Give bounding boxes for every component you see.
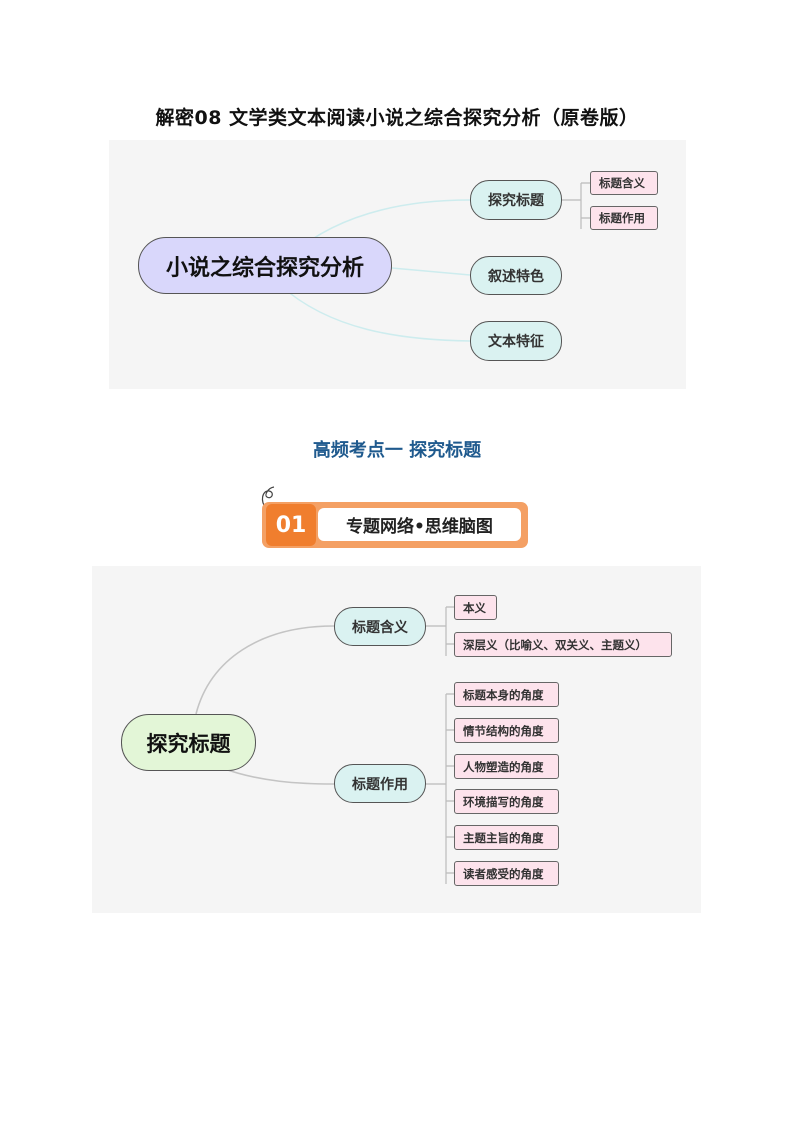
- curl-decoration-icon: [261, 486, 275, 509]
- detail-leaf-setting: 环境描写的角度: [454, 789, 559, 814]
- section-heading: 高频考点一 探究标题: [312, 440, 482, 461]
- detail-leaf-reader-feeling: 读者感受的角度: [454, 861, 559, 886]
- overview-leaf-title-meaning: 标题含义: [590, 171, 658, 195]
- detail-leaf-title-itself: 标题本身的角度: [454, 682, 559, 707]
- overview-leaf-title-function: 标题作用: [590, 206, 658, 230]
- detail-branch-title-function: 标题作用: [334, 764, 426, 803]
- banner-label: 专题网络•思维脑图: [318, 508, 521, 541]
- detail-leaf-deep-meaning: 深层义（比喻义、双关义、主题义）: [454, 632, 672, 657]
- detail-root-node: 探究标题: [121, 714, 256, 771]
- topic-banner: 01 专题网络•思维脑图: [261, 486, 528, 549]
- document-title: 解密08 文学类文本阅读小说之综合探究分析（原卷版）: [155, 107, 639, 129]
- detail-leaf-plot-structure: 情节结构的角度: [454, 718, 559, 743]
- detail-leaf-literal-meaning: 本义: [454, 595, 497, 620]
- overview-branch-text-features: 文本特征: [470, 321, 562, 361]
- detail-leaf-theme: 主题主旨的角度: [454, 825, 559, 850]
- overview-branch-narrative: 叙述特色: [470, 256, 562, 295]
- detail-leaf-characterization: 人物塑造的角度: [454, 754, 559, 779]
- banner-number: 01: [266, 504, 316, 546]
- overview-branch-explore-title: 探究标题: [470, 180, 562, 220]
- overview-root-node: 小说之综合探究分析: [138, 237, 392, 294]
- detail-branch-title-meaning: 标题含义: [334, 607, 426, 646]
